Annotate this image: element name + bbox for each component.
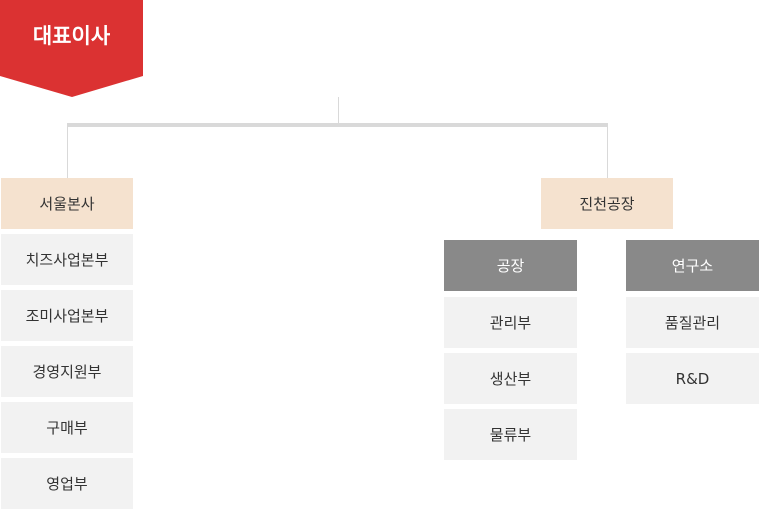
group-factory-header: 공장 bbox=[444, 240, 577, 291]
dept-item: 영업부 bbox=[1, 458, 133, 509]
connector-bar bbox=[67, 123, 608, 127]
branch-jincheon-factory: 진천공장 bbox=[541, 178, 673, 229]
branch-seoul-hq: 서울본사 bbox=[1, 178, 133, 229]
ceo-pentagon-shape bbox=[0, 0, 143, 97]
dept-item: 물류부 bbox=[444, 409, 577, 460]
connector-line bbox=[338, 97, 339, 124]
dept-item: 조미사업본부 bbox=[1, 290, 133, 341]
dept-item: R&D bbox=[626, 353, 759, 404]
dept-item: 생산부 bbox=[444, 353, 577, 404]
connector-line bbox=[607, 127, 608, 178]
group-lab-header: 연구소 bbox=[626, 240, 759, 291]
dept-item: 치즈사업본부 bbox=[1, 234, 133, 285]
dept-item: 구매부 bbox=[1, 402, 133, 453]
dept-item: 관리부 bbox=[444, 297, 577, 348]
dept-item: 경영지원부 bbox=[1, 346, 133, 397]
dept-item: 품질관리 bbox=[626, 297, 759, 348]
ceo-label: 대표이사 bbox=[32, 24, 111, 48]
ceo-node: 대표이사 bbox=[0, 0, 143, 97]
connector-line bbox=[67, 127, 68, 178]
